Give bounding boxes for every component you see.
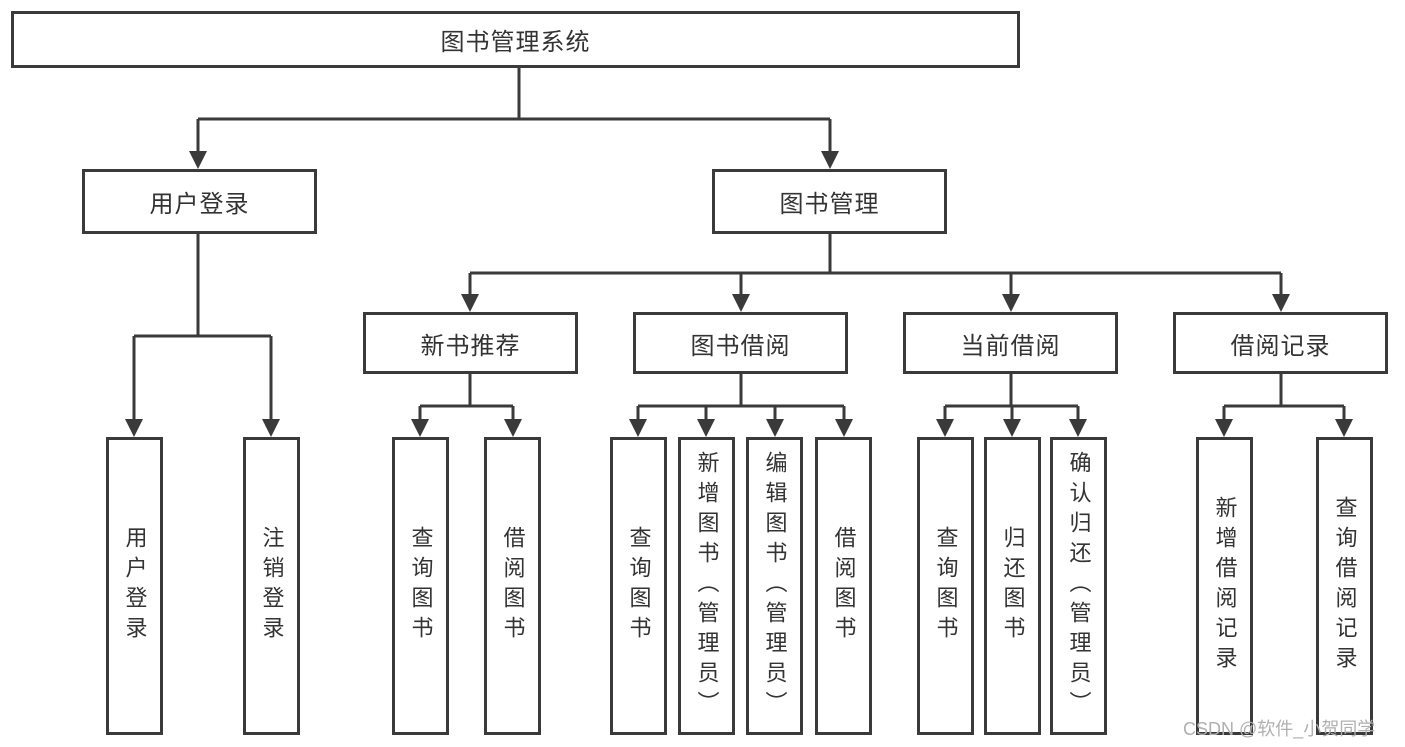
leaf-edit-book-admin: 编辑图书（管理员）: [746, 437, 803, 735]
leaf-query-borrow-record: 查询借阅记录: [1316, 437, 1373, 735]
leaf-confirm-return-admin: 确认归还（管理员）: [1050, 437, 1107, 735]
leaf-label: 用户登录: [122, 526, 148, 646]
leaf-label: 新增图书（管理员）: [694, 451, 720, 721]
node-label: 新书推荐: [420, 332, 521, 360]
leaf-label: 新增借阅记录: [1212, 496, 1238, 676]
leaf-add-borrow-record: 新增借阅记录: [1196, 437, 1253, 735]
leaf-logout: 注销登录: [243, 437, 300, 735]
leaf-label: 确认归还（管理员）: [1066, 451, 1092, 721]
node-borrow-record: 借阅记录: [1173, 312, 1388, 374]
leaf-label: 编辑图书（管理员）: [762, 451, 788, 721]
node-label: 图书管理: [779, 191, 880, 218]
node-label: 图书借阅: [690, 332, 791, 360]
leaf-query-book-current: 查询图书: [917, 437, 974, 735]
leaf-add-book-admin: 新增图书（管理员）: [678, 437, 735, 735]
node-current-borrow: 当前借阅: [903, 312, 1118, 374]
leaf-label: 归还图书: [1000, 526, 1026, 646]
node-label: 图书管理系统: [440, 29, 591, 56]
csdn-watermark: CSDN @软件_小贺同学: [1183, 719, 1376, 739]
leaf-borrow-book-recommend: 借阅图书: [484, 437, 541, 735]
arrowheads: [125, 151, 1353, 437]
leaf-return-book: 归还图书: [984, 437, 1041, 735]
leaf-label: 查询图书: [626, 526, 652, 646]
leaf-query-book-borrow: 查询图书: [610, 437, 667, 735]
node-label: 借阅记录: [1230, 332, 1331, 360]
node-user-login: 用户登录: [82, 169, 317, 234]
leaf-user-login: 用户登录: [106, 437, 163, 735]
leaf-label: 查询图书: [933, 526, 959, 646]
node-label: 当前借阅: [960, 332, 1061, 360]
leaf-label: 借阅图书: [500, 526, 526, 646]
node-book-management: 图书管理: [712, 169, 947, 234]
node-new-book-recommend: 新书推荐: [363, 312, 578, 374]
leaf-label: 借阅图书: [831, 526, 857, 646]
node-book-borrow: 图书借阅: [633, 312, 848, 374]
leaf-label: 查询借阅记录: [1332, 496, 1358, 676]
node-label: 用户登录: [149, 191, 250, 218]
leaf-label: 注销登录: [259, 526, 285, 646]
leaf-query-book-recommend: 查询图书: [392, 437, 449, 735]
leaf-borrow-book: 借阅图书: [815, 437, 872, 735]
leaf-label: 查询图书: [408, 526, 434, 646]
node-library-system-root: 图书管理系统: [11, 11, 1020, 68]
